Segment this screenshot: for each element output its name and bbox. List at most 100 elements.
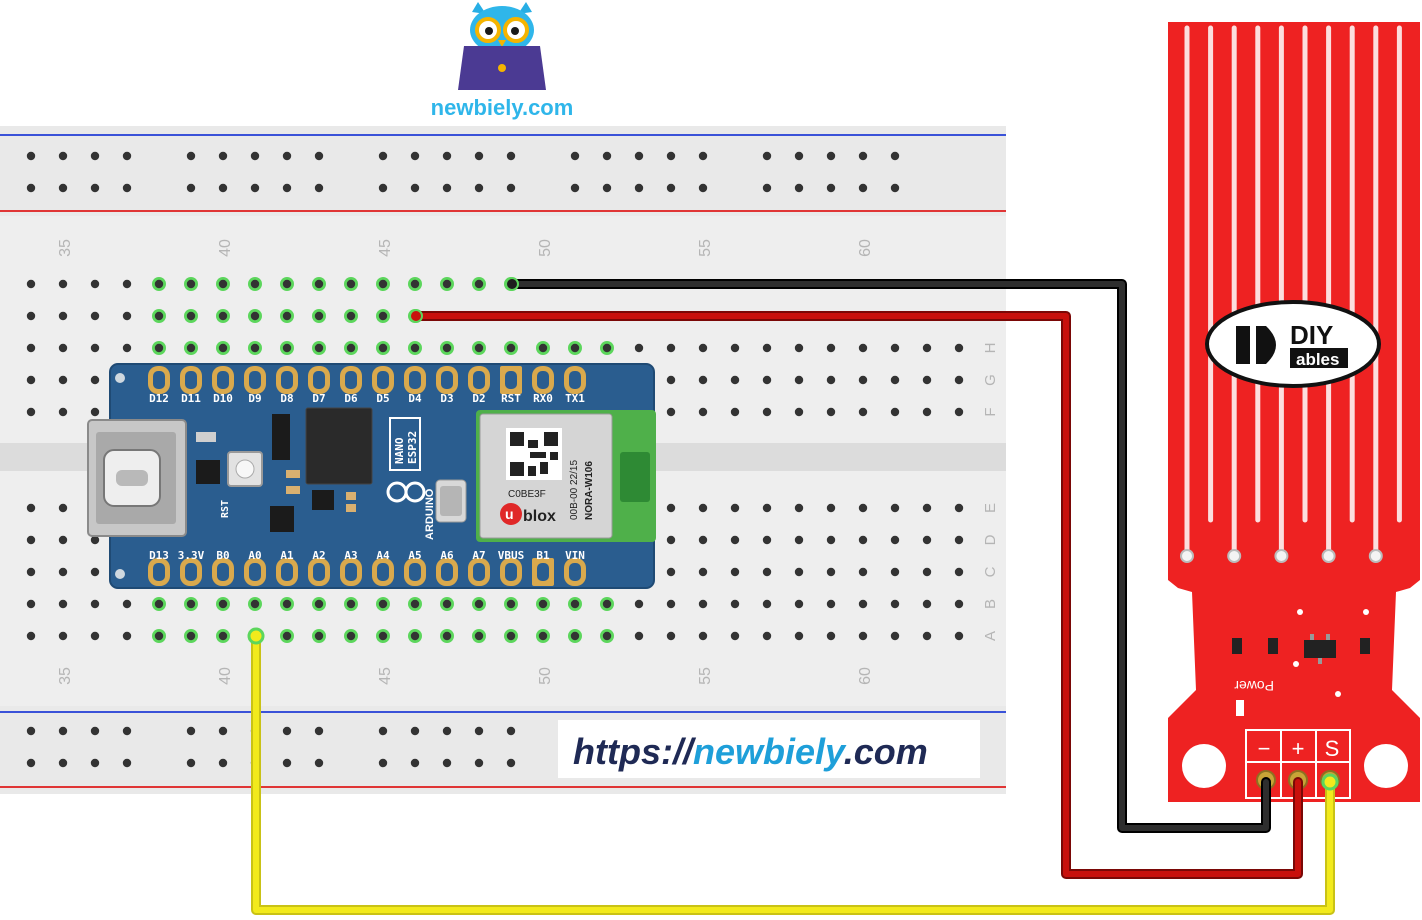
breadboard-hole bbox=[698, 343, 708, 353]
breadboard-hole bbox=[922, 503, 932, 513]
breadboard-hole bbox=[890, 631, 900, 641]
breadboard-hole bbox=[314, 726, 324, 736]
breadboard-hole bbox=[922, 343, 932, 353]
diyables-line1: DIY bbox=[1290, 320, 1333, 350]
row-letter: B bbox=[982, 599, 999, 609]
ublox-module: C0BE3F u blox 00B-00 22/15 NORA-W106 bbox=[476, 410, 656, 542]
breadboard-hole bbox=[538, 343, 548, 353]
breadboard-hole bbox=[378, 631, 388, 641]
breadboard-hole bbox=[250, 183, 260, 193]
breadboard-hole bbox=[58, 726, 68, 736]
breadboard-hole bbox=[442, 343, 452, 353]
breadboard-hole bbox=[346, 599, 356, 609]
board-pin-label: D12 bbox=[149, 392, 169, 405]
breadboard-hole bbox=[922, 375, 932, 385]
board-pin-label: A2 bbox=[312, 549, 325, 562]
breadboard-hole bbox=[858, 343, 868, 353]
breadboard-hole bbox=[474, 599, 484, 609]
breadboard-hole bbox=[922, 599, 932, 609]
breadboard-hole bbox=[954, 343, 964, 353]
breadboard-hole bbox=[762, 375, 772, 385]
board-pin-label: D4 bbox=[408, 392, 422, 405]
board-pin-label: TX1 bbox=[565, 392, 585, 405]
board-pin-label: RX0 bbox=[533, 392, 553, 405]
breadboard-hole bbox=[186, 758, 196, 768]
breadboard-hole bbox=[730, 407, 740, 417]
breadboard-hole bbox=[314, 599, 324, 609]
breadboard-hole bbox=[506, 599, 516, 609]
board-name-line2: ESP32 bbox=[406, 431, 419, 464]
column-number: 40 bbox=[217, 667, 234, 685]
breadboard-hole bbox=[474, 279, 484, 289]
breadboard-hole bbox=[474, 151, 484, 161]
breadboard-hole bbox=[378, 311, 388, 321]
column-number: 35 bbox=[57, 239, 74, 257]
row-letter: D bbox=[982, 534, 999, 545]
breadboard-hole bbox=[58, 375, 68, 385]
breadboard-hole bbox=[442, 726, 452, 736]
breadboard-hole bbox=[506, 758, 516, 768]
breadboard-hole bbox=[474, 631, 484, 641]
column-number: 45 bbox=[377, 667, 394, 685]
breadboard-hole bbox=[954, 535, 964, 545]
arduino-brand-text: ARDUINO bbox=[424, 488, 436, 540]
breadboard-hole bbox=[250, 151, 260, 161]
breadboard-hole bbox=[282, 599, 292, 609]
breadboard-hole bbox=[890, 151, 900, 161]
breadboard-hole bbox=[314, 279, 324, 289]
breadboard-hole bbox=[90, 375, 100, 385]
arduino-logo-icon bbox=[386, 481, 426, 503]
row-letter: C bbox=[982, 566, 999, 577]
breadboard-hole bbox=[634, 151, 644, 161]
board-pin-label: D9 bbox=[248, 392, 261, 405]
breadboard-hole bbox=[90, 311, 100, 321]
breadboard-hole bbox=[698, 535, 708, 545]
breadboard-hole bbox=[858, 183, 868, 193]
trace-pad bbox=[1368, 549, 1383, 563]
sensor-pcb bbox=[1168, 22, 1420, 802]
breadboard-hole bbox=[90, 726, 100, 736]
breadboard-hole bbox=[90, 407, 100, 417]
breadboard-hole bbox=[58, 567, 68, 577]
sensor-traces bbox=[1180, 25, 1402, 563]
breadboard-hole bbox=[698, 151, 708, 161]
board-pin-label: VIN bbox=[565, 549, 585, 562]
breadboard-hole bbox=[602, 183, 612, 193]
breadboard-hole bbox=[58, 503, 68, 513]
breadboard-hole bbox=[570, 599, 580, 609]
trace-pad bbox=[1227, 549, 1242, 563]
breadboard-hole bbox=[922, 631, 932, 641]
breadboard-hole bbox=[602, 151, 612, 161]
breadboard-hole bbox=[346, 343, 356, 353]
breadboard-hole bbox=[890, 599, 900, 609]
breadboard-hole bbox=[250, 311, 260, 321]
breadboard-hole bbox=[122, 311, 132, 321]
breadboard-hole bbox=[794, 503, 804, 513]
wires bbox=[247, 277, 1339, 915]
breadboard-hole bbox=[890, 343, 900, 353]
breadboard-hole bbox=[282, 726, 292, 736]
board-pin-label: A3 bbox=[344, 549, 357, 562]
breadboard-hole bbox=[730, 343, 740, 353]
breadboard-hole bbox=[90, 151, 100, 161]
breadboard-hole bbox=[666, 599, 676, 609]
breadboard-hole bbox=[730, 535, 740, 545]
url-name: newbiely bbox=[693, 731, 847, 772]
url-prefix: https:// bbox=[573, 731, 697, 772]
breadboard-hole bbox=[122, 279, 132, 289]
water-level-sensor: DIY ables Power − + S bbox=[1168, 22, 1420, 802]
board-pin-label: A0 bbox=[248, 549, 261, 562]
breadboard-hole bbox=[762, 151, 772, 161]
board-pin-label: A1 bbox=[280, 549, 294, 562]
breadboard-hole bbox=[730, 567, 740, 577]
breadboard-hole bbox=[890, 503, 900, 513]
trace-pad bbox=[1321, 549, 1336, 563]
diyables-logo: DIY ables bbox=[1205, 300, 1381, 388]
breadboard-hole bbox=[442, 599, 452, 609]
row-letter: G bbox=[982, 374, 999, 386]
breadboard-hole bbox=[666, 535, 676, 545]
board-pin-label: 3.3V bbox=[178, 549, 205, 562]
breadboard-hole bbox=[730, 631, 740, 641]
breadboard-hole bbox=[698, 407, 708, 417]
